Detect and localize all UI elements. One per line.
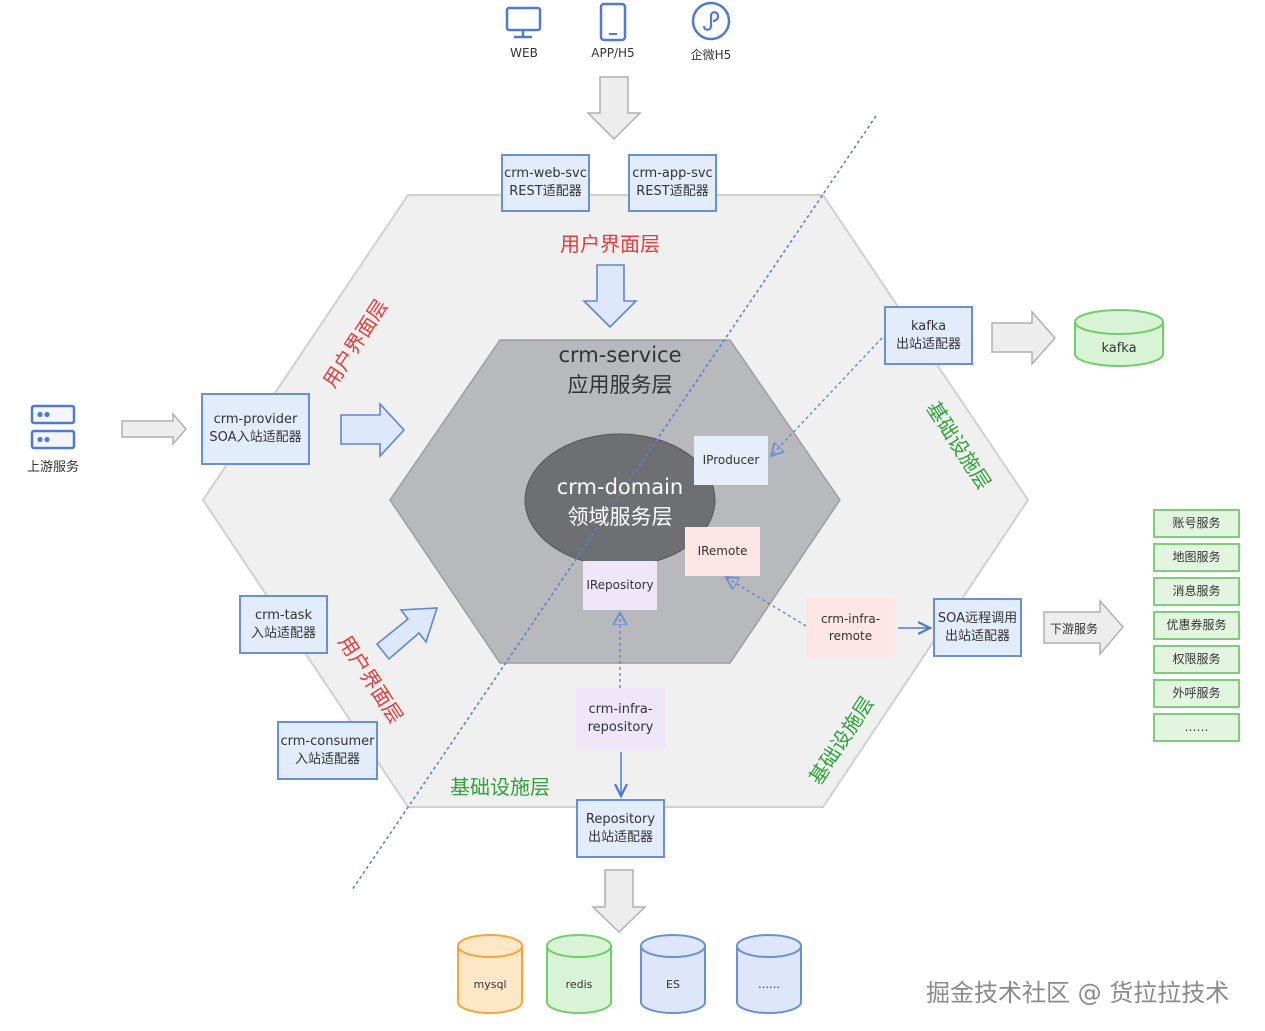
arrow-stores-down xyxy=(591,869,647,934)
store-label: ES xyxy=(666,978,680,991)
downstream-service-item[interactable]: 地图服务 xyxy=(1153,543,1240,572)
provider-adapter[interactable]: crm-provider SOA入站适配器 xyxy=(201,393,310,465)
store-cylinder xyxy=(457,934,523,1014)
arrow-clients-down xyxy=(586,76,642,141)
module-line2: remote xyxy=(828,628,873,643)
soa-remote-adapter[interactable]: SOA远程调用 出站适配器 xyxy=(933,598,1022,657)
repository-adapter[interactable]: Repository 出站适配器 xyxy=(576,799,665,858)
kafka-adapter[interactable]: kafka 出站适配器 xyxy=(884,306,973,365)
consumer-adapter[interactable]: crm-consumer 入站适配器 xyxy=(277,721,378,780)
store-label: redis xyxy=(565,978,593,991)
adapter-line2: 出站适配器 xyxy=(587,829,653,845)
downstream-service-item[interactable]: 优惠券服务 xyxy=(1153,611,1240,640)
store-label: …… xyxy=(758,978,780,991)
arrow-kafka-right xyxy=(991,310,1057,366)
kafka-cylinder xyxy=(1074,309,1164,367)
client-label-app: APP/H5 xyxy=(591,46,635,60)
downstream-service-item[interactable]: …… xyxy=(1153,713,1240,742)
producer-port[interactable]: IProducer xyxy=(694,436,768,485)
infra-repository-module[interactable]: crm-infra- repository xyxy=(576,688,665,749)
task-adapter[interactable]: crm-task 入站适配器 xyxy=(239,595,328,654)
repository-port[interactable]: IRepository xyxy=(583,561,657,610)
domain-layer: 领域服务层 xyxy=(567,505,673,530)
kafka-store-label: kafka xyxy=(1101,341,1137,356)
downstream-service-item[interactable]: 外呼服务 xyxy=(1153,679,1240,708)
module-line1: crm-infra- xyxy=(588,701,653,717)
module-line1: crm-infra- xyxy=(820,612,881,627)
adapter-line1: crm-web-svc xyxy=(504,166,587,182)
upstream-label: 上游服务 xyxy=(26,460,79,475)
watermark: 掘金技术社区 @ 货拉拉技术 xyxy=(926,979,1230,1007)
infra-remote-module[interactable]: crm-infra- remote xyxy=(806,598,895,657)
store-cylinder xyxy=(546,934,612,1014)
adapter-line1: crm-task xyxy=(255,607,312,623)
domain-name: crm-domain xyxy=(556,475,684,499)
server-icon xyxy=(30,404,76,450)
service-name: crm-service xyxy=(558,343,682,367)
arrow-adapters-down xyxy=(582,264,638,329)
adapter-line1: crm-app-svc xyxy=(632,166,713,182)
downstream-label: 下游服务 xyxy=(1050,622,1099,636)
adapter-line2: 出站适配器 xyxy=(944,628,1010,644)
service-title: crm-service 应用服务层 xyxy=(520,340,720,401)
adapter-line2: REST适配器 xyxy=(636,184,709,199)
adapter-line2: REST适配器 xyxy=(509,184,582,199)
domain-title: crm-domain 领域服务层 xyxy=(520,472,720,533)
downstream-service-item[interactable]: 权限服务 xyxy=(1153,645,1240,674)
arrow-kafka-to-producer xyxy=(772,337,883,455)
module-line2: repository xyxy=(587,719,654,735)
remote-port[interactable]: IRemote xyxy=(685,527,760,576)
adapter-line2: SOA入站适配器 xyxy=(209,430,302,445)
store-label: mysql xyxy=(473,978,507,991)
layer-label-ui-top: 用户界面层 xyxy=(560,232,660,256)
downstream-service-item[interactable]: 账号服务 xyxy=(1153,509,1240,538)
arrow-task-diagonal xyxy=(375,607,439,661)
adapter-line2: 出站适配器 xyxy=(895,336,961,352)
adapter-line1: crm-consumer xyxy=(280,733,375,749)
downstream-service-item[interactable]: 消息服务 xyxy=(1153,577,1240,606)
arrow-upstream-right xyxy=(121,411,187,447)
adapter-line1: Repository xyxy=(585,811,656,827)
arrow-downstream-right xyxy=(1043,599,1124,657)
adapter-line1: crm-provider xyxy=(213,412,298,428)
store-cylinder xyxy=(736,934,802,1014)
client-label-web: WEB xyxy=(510,46,538,60)
web-svc-adapter[interactable]: crm-web-svc REST适配器 xyxy=(501,154,590,212)
store-cylinder xyxy=(640,934,706,1014)
adapter-line1: kafka xyxy=(910,318,947,334)
adapter-line1: SOA远程调用 xyxy=(937,610,1018,626)
client-label-wecom: 企微H5 xyxy=(690,48,732,62)
arrow-provider-right xyxy=(340,401,406,459)
adapter-line2: 入站适配器 xyxy=(294,751,360,767)
phone-icon xyxy=(599,2,627,42)
service-layer: 应用服务层 xyxy=(567,373,673,398)
monitor-icon xyxy=(505,6,542,39)
layer-label-infra-bottom: 基础设施层 xyxy=(450,775,550,799)
app-svc-adapter[interactable]: crm-app-svc REST适配器 xyxy=(628,154,717,212)
adapter-line2: 入站适配器 xyxy=(250,625,316,641)
mini-program-icon xyxy=(691,1,731,41)
